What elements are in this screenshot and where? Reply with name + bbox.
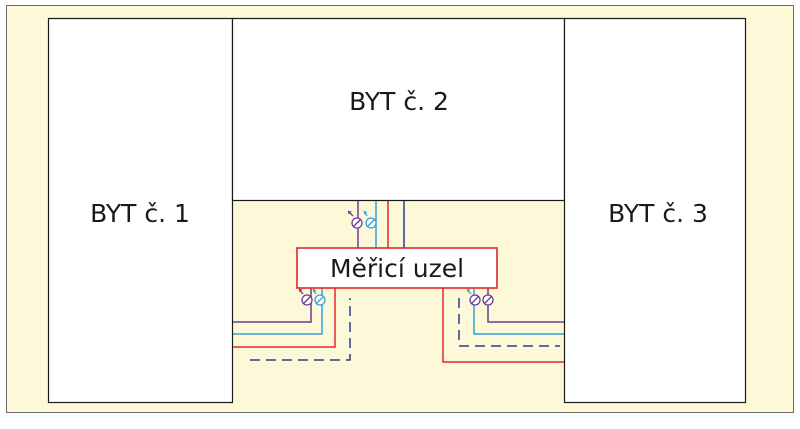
pipe-red [233, 288, 336, 348]
pipe-red [442, 288, 564, 363]
meter-node-box [296, 247, 498, 289]
hot-water-meter-icon [466, 288, 481, 306]
apartment-2-outline [231, 17, 566, 202]
meter-node: Měřicí uzel [296, 247, 498, 289]
apartment-1: BYT č. 1 [47, 17, 234, 404]
hot-water-meter-icon [298, 288, 313, 306]
hot-water-meter-icon [347, 210, 363, 229]
apartment-1-label: BYT č. 1 [90, 199, 190, 228]
cold-water-meter-icon [363, 210, 377, 229]
pipe-navy-dashed [250, 298, 351, 361]
cold-water-meter-icon [312, 288, 326, 306]
meter-group-byt-2 [347, 210, 377, 229]
cold-water-meter-icon [482, 294, 494, 306]
apartment-3: BYT č. 3 [563, 17, 747, 404]
meter-group-byt-3 [466, 288, 494, 306]
apartment-3-outline [563, 17, 747, 404]
apartment-2: BYT č. 2 [231, 17, 566, 202]
apartment-2-label: BYT č. 2 [349, 87, 449, 116]
apartment-3-label: BYT č. 3 [608, 199, 708, 228]
apartment-1-outline [47, 17, 234, 404]
meter-group-byt-1 [298, 288, 326, 306]
pipes-byt-1 [233, 288, 351, 361]
pipe-navy-dashed [458, 298, 560, 347]
meter-node-label: Měřicí uzel [330, 254, 464, 283]
